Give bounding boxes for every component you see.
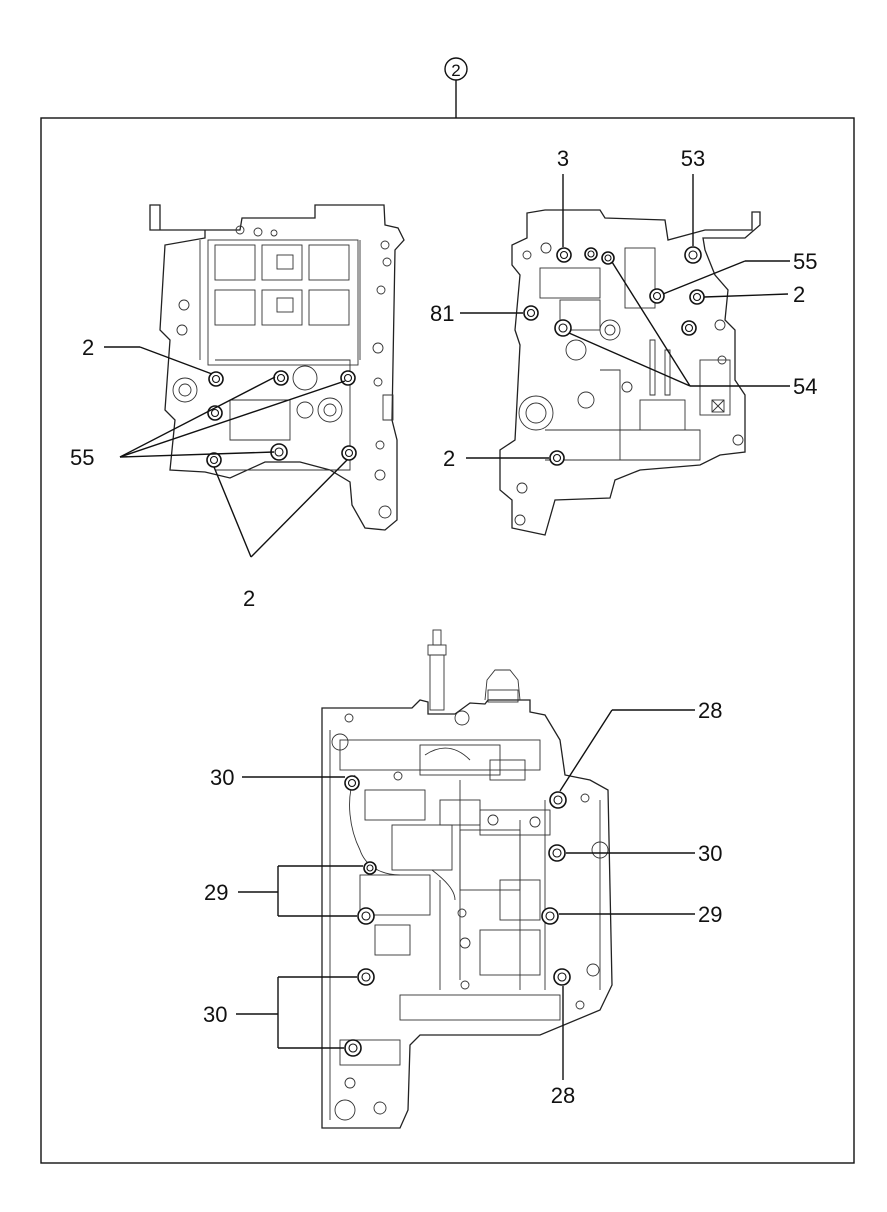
callout-28-lower[interactable]: 28 <box>551 1083 575 1108</box>
leaders-upper-left <box>104 346 348 558</box>
valve-body-upper-left <box>149 204 405 531</box>
callout-3[interactable]: 3 <box>557 146 569 171</box>
callout-28-upper[interactable]: 28 <box>698 698 722 723</box>
bolts-upper-left <box>206 370 357 468</box>
leaders-lower <box>236 709 695 1080</box>
callout-54[interactable]: 54 <box>793 374 817 399</box>
assembly-callout[interactable]: 2 <box>444 57 468 118</box>
valve-body-lower <box>321 629 613 1129</box>
bolts-upper-right <box>523 246 705 466</box>
leaders-upper-right <box>460 174 790 459</box>
callout-30-left-lower[interactable]: 30 <box>203 1002 227 1027</box>
assembly-frame <box>40 117 855 1164</box>
assembly-callout-number: 2 <box>451 61 460 80</box>
callout-2-upper-left[interactable]: 2 <box>82 335 94 360</box>
callout-55-upper-left[interactable]: 55 <box>70 445 94 470</box>
callout-55-upper-right[interactable]: 55 <box>793 249 817 274</box>
callout-2-upper-right[interactable]: 2 <box>793 282 805 307</box>
callout-2-lower-right[interactable]: 2 <box>443 446 455 471</box>
bolts-lower <box>344 775 571 1057</box>
callout-30-right[interactable]: 30 <box>698 841 722 866</box>
callout-29-left[interactable]: 29 <box>204 880 228 905</box>
valve-body-upper-right <box>499 209 761 536</box>
callout-2-lower-left[interactable]: 2 <box>243 586 255 611</box>
callout-30-left-upper[interactable]: 30 <box>210 765 234 790</box>
callout-29-right[interactable]: 29 <box>698 902 722 927</box>
callout-53[interactable]: 53 <box>681 146 705 171</box>
callout-81[interactable]: 81 <box>430 301 454 326</box>
